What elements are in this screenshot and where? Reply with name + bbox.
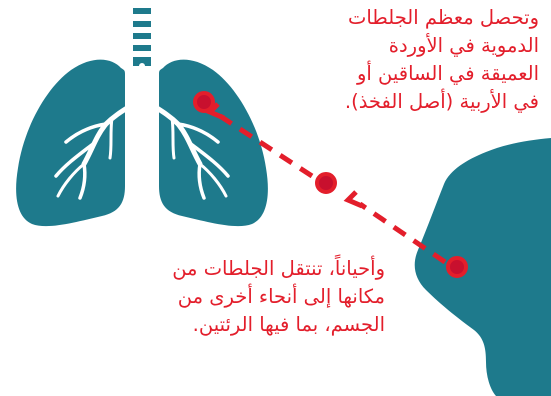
caption-line: الدموية في الأوردة — [345, 32, 539, 60]
leg-icon — [415, 138, 551, 396]
caption-clot-origin: وتحصل معظم الجلطات الدموية في الأوردة ال… — [345, 4, 539, 116]
arrowhead-middle — [348, 192, 362, 206]
caption-clot-travel: وأحياناً، تنتقل الجلطات من مكانها إلى أن… — [172, 255, 385, 339]
caption-line: في الأربية (أصل الفخذ). — [345, 88, 539, 116]
caption-line: وتحصل معظم الجلطات — [345, 4, 539, 32]
clot-dot-leg — [448, 258, 466, 276]
caption-line: مكانها إلى أنحاء أخرى من — [172, 283, 385, 311]
caption-line: العميقة في الساقين أو — [345, 60, 539, 88]
clot-dot-middle — [317, 174, 335, 192]
clot-dot-lung — [195, 93, 213, 111]
lungs-icon — [16, 8, 268, 226]
caption-line: الجسم، بما فيها الرئتين. — [172, 311, 385, 339]
caption-line: وأحياناً، تنتقل الجلطات من — [172, 255, 385, 283]
